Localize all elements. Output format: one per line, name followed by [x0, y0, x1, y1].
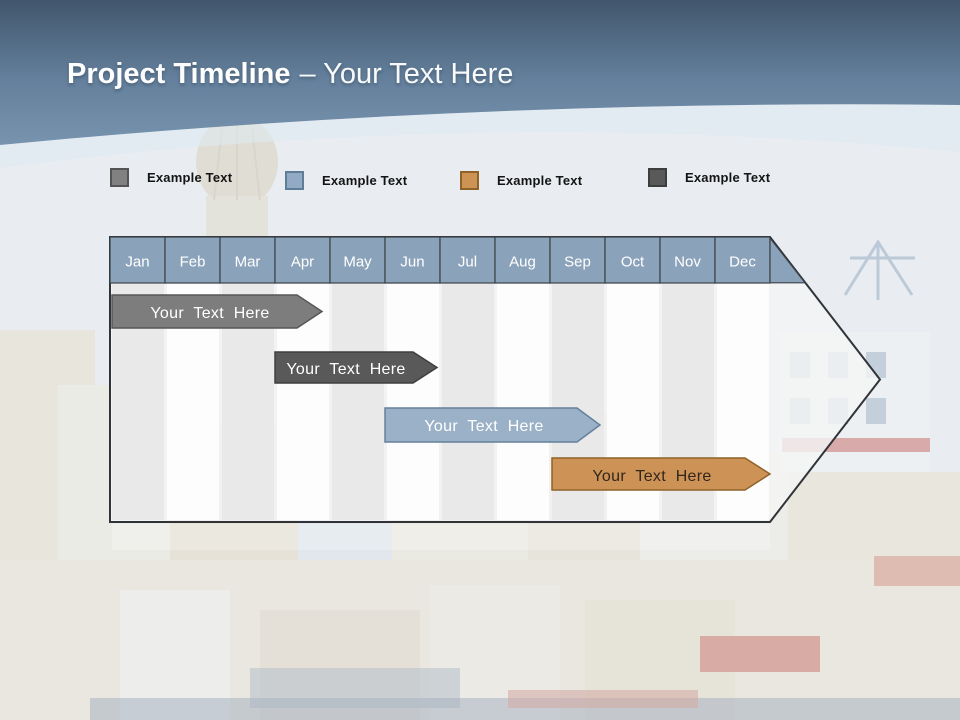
- table-reflection: [112, 524, 770, 550]
- month-label: Apr: [291, 254, 314, 271]
- month-header-cell: [109, 236, 166, 284]
- legend-item[interactable]: Example Text: [648, 168, 770, 187]
- timeline-bar[interactable]: [384, 407, 602, 443]
- header-blue-arc: [0, 0, 960, 145]
- legend-item[interactable]: Example Text: [110, 168, 232, 187]
- month-header-cell: [329, 236, 386, 284]
- month-header-cell: [164, 236, 221, 284]
- month-label: Aug: [509, 254, 536, 271]
- month-header-cell: [549, 236, 606, 284]
- legend-label: Example Text: [685, 170, 771, 185]
- legend-swatch: [110, 168, 129, 187]
- legend-item[interactable]: Example Text: [460, 171, 582, 190]
- month-column: [387, 284, 439, 520]
- timeline-bar[interactable]: [111, 294, 324, 329]
- legend-swatch: [285, 171, 304, 190]
- month-label: Jun: [400, 254, 424, 271]
- month-header-cell: [659, 236, 716, 284]
- month-header-row: [109, 236, 807, 284]
- timeline-bar-label: Your Text Here: [150, 305, 269, 322]
- legend-label: Example Text: [497, 173, 583, 188]
- month-label: Nov: [674, 254, 701, 271]
- timeline-bar[interactable]: [551, 457, 772, 491]
- legend-label: Example Text: [322, 173, 408, 188]
- slide-header-band: [0, 0, 960, 168]
- title-secondary: – Your Text Here: [299, 58, 514, 90]
- slide-title[interactable]: Project Timeline– Your Text Here: [67, 58, 513, 91]
- month-header-cell: [219, 236, 276, 284]
- title-primary: Project Timeline: [67, 58, 291, 90]
- month-header-cell: [714, 236, 771, 284]
- timeline-bars: Your Text Here Your Text Here Your Text …: [111, 294, 772, 491]
- legend-label: Example Text: [147, 170, 233, 185]
- month-label: Jul: [458, 254, 477, 271]
- legend-swatch: [460, 171, 479, 190]
- month-label: May: [343, 254, 372, 271]
- legend-swatch: [648, 168, 667, 187]
- timeline-bar[interactable]: [274, 351, 439, 384]
- month-label: Oct: [621, 254, 645, 271]
- timeline-bar-label: Your Text Here: [424, 418, 543, 435]
- month-column: [497, 284, 549, 520]
- header-light-arc: [0, 104, 960, 168]
- legend-item[interactable]: Example Text: [285, 171, 407, 190]
- month-labels: Jan Feb Mar Apr May Jun Jul Aug Sep Oct …: [125, 254, 756, 271]
- month-label: Feb: [180, 254, 206, 271]
- month-label: Mar: [235, 254, 261, 271]
- month-column: [442, 284, 494, 520]
- month-header-slope: [769, 236, 807, 284]
- timeline-bar-label: Your Text Here: [286, 361, 405, 378]
- month-label: Sep: [564, 254, 591, 271]
- month-column: [332, 284, 384, 520]
- month-label: Jan: [125, 254, 149, 271]
- month-label: Dec: [729, 254, 756, 271]
- month-header-cell: [494, 236, 551, 284]
- timeline-bar-label: Your Text Here: [592, 468, 711, 485]
